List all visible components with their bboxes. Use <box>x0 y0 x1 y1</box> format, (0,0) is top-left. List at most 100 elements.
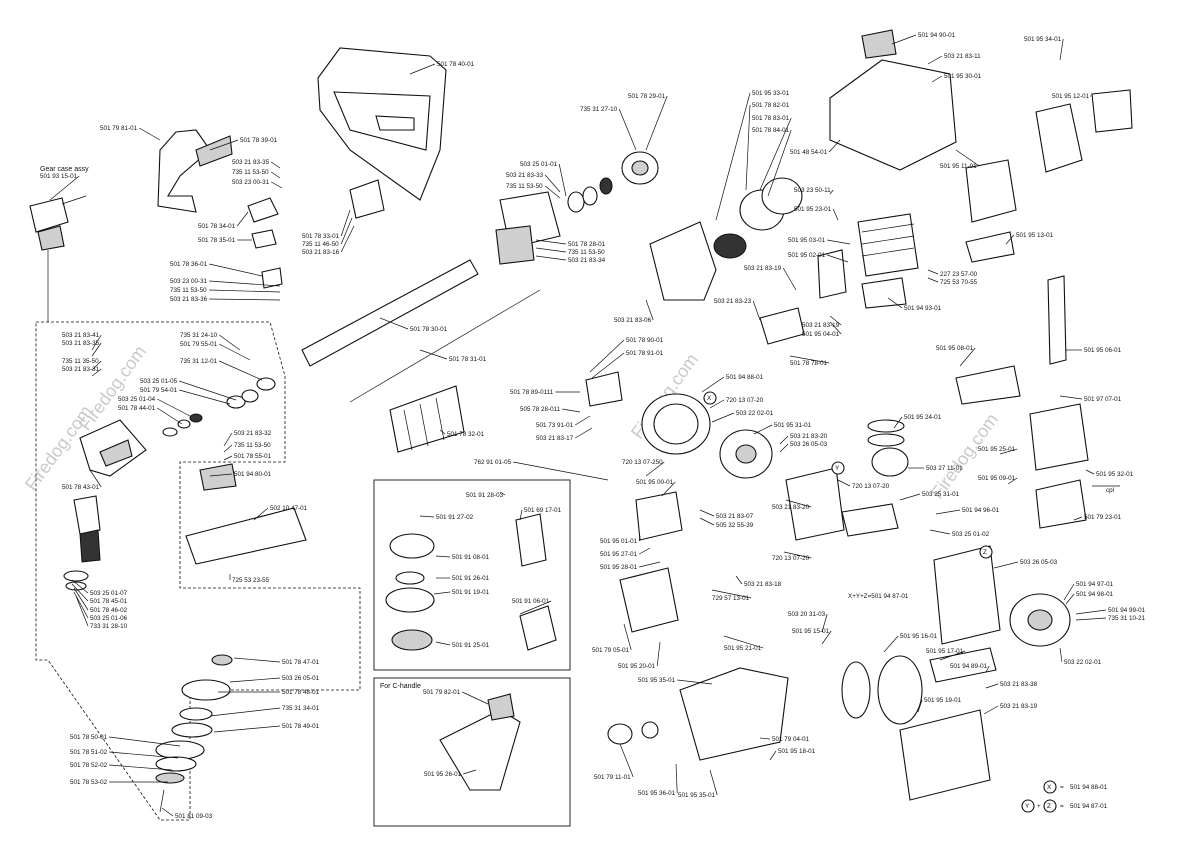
leader-line <box>419 515 435 518</box>
part-number-label: 735 11 53-50 <box>568 249 605 256</box>
leader-line <box>463 769 477 775</box>
leader-line <box>711 589 752 599</box>
part-number-label: 501 78 83-01 <box>752 115 790 122</box>
part-number-label: 501 91 26-01 <box>452 575 490 582</box>
leader-line <box>535 255 567 261</box>
legend-yz-code: 501 94 87-01 <box>1070 803 1108 810</box>
leader-line <box>435 641 451 646</box>
part-number-label: 501 78 53-02 <box>70 779 108 786</box>
part-number-label: 501 79 81-01 <box>100 125 138 132</box>
part-number-label: 501 73 91-01 <box>536 422 574 429</box>
part-number-label: 501 78 90-01 <box>626 337 664 344</box>
leader-line <box>699 509 715 517</box>
part-number-label: 501 91 27-02 <box>436 514 474 521</box>
leader-line <box>645 299 654 321</box>
gear-case-section: Gear case assy <box>29 166 361 821</box>
part-number-label: 503 26 05-01 <box>282 675 320 682</box>
leader-line <box>223 455 233 461</box>
part-number-label: 501 95 28-01 <box>600 564 638 571</box>
gear-case-dashed-frame <box>35 321 361 821</box>
part-number-label: 501 79 55-01 <box>180 341 218 348</box>
harness-section <box>157 47 447 289</box>
leader-line <box>519 600 552 615</box>
leader-line <box>71 583 89 602</box>
legend: X = 501 94 88-01 Y + Z = 501 94 87-01 X+… <box>703 391 1120 813</box>
part-number-label: 501 79 04-01 <box>772 736 810 743</box>
leader-line <box>837 479 851 487</box>
leader-line <box>752 300 761 321</box>
part-number-label: 501 94 99-01 <box>1108 607 1146 614</box>
drive-shaft-section <box>301 259 541 453</box>
part-number-label: 720 13 07-250 <box>622 459 663 466</box>
leader-line <box>439 429 446 435</box>
part-number-label: 501 78 29-01 <box>628 93 666 100</box>
part-number-label: 503 26 05-03 <box>1020 559 1058 566</box>
leader-line <box>233 657 281 663</box>
cylinder-cover <box>829 59 957 171</box>
leader-line <box>558 163 567 197</box>
leader-line <box>723 635 764 649</box>
part-number-label: 503 21 83-31 <box>62 366 100 373</box>
part-number-label: 503 25 31-01 <box>922 491 960 498</box>
part-number-label: 503 27 11-01 <box>926 465 963 472</box>
leader-line <box>675 763 678 794</box>
leader-line <box>219 343 251 361</box>
part-number-label: 503 23 50-11 <box>794 187 831 194</box>
leader-line <box>419 349 448 360</box>
part-number-label: 501 78 32-01 <box>447 431 485 438</box>
part-number-label: 725 53 23-55 <box>232 577 270 584</box>
part-number-label: 735 31 24-10 <box>180 332 218 339</box>
part-number-label: 501 94 90-01 <box>918 32 956 39</box>
leader-line <box>701 376 725 393</box>
part-number-label: 503 21 83-19 <box>802 322 840 329</box>
part-number-label: 501 78 31-01 <box>449 356 487 363</box>
part-number-label: 501 93 15-01 <box>40 173 78 180</box>
gear-shaft <box>73 495 101 535</box>
leader-line <box>1007 477 1018 485</box>
part-number-label: 501 95 24-01 <box>904 414 942 421</box>
part-number-label: 735 31 27-10 <box>580 106 618 113</box>
leader-line <box>409 63 436 75</box>
marker-y-letter: Y <box>1025 803 1030 810</box>
part-number-label: 501 91 06-01 <box>512 598 550 605</box>
clutch-housing-section <box>495 151 659 265</box>
cylinder-section <box>829 29 1133 309</box>
part-number-label: 720 13 07-20 <box>726 397 764 404</box>
part-number-label: 501 94 98-01 <box>1076 591 1114 598</box>
leader-line <box>619 743 634 778</box>
part-number-label: 501 91 19-01 <box>452 589 490 596</box>
part-number-label: 501 78 35-01 <box>198 237 236 244</box>
marker-x <box>1043 780 1057 794</box>
part-number-label: 501 95 08-01 <box>936 345 974 352</box>
part-number-label: 501 78 45-01 <box>90 598 128 605</box>
part-number-label: 501 95 35-01 <box>638 677 676 684</box>
leader-line <box>927 269 939 275</box>
handle-loop <box>157 129 211 213</box>
part-number-label: 735 11 53-50 <box>234 442 271 449</box>
leader-line <box>544 174 561 193</box>
leader-line <box>544 185 561 199</box>
part-number-label: 503 26 05-03 <box>790 441 828 448</box>
marker-y-diagram-letter: Y <box>835 465 840 472</box>
part-number-label: 501 94 80-01 <box>234 471 272 478</box>
part-number-label: 501 79 05-01 <box>592 647 630 654</box>
part-number-label: 503 23 00-31 <box>170 278 208 285</box>
leader-line <box>535 247 567 253</box>
part-number-label: 501 78 91-01 <box>626 350 664 357</box>
part-number-label: 501 78 46-02 <box>90 607 128 614</box>
part-number-label: 501 78 51-02 <box>70 749 108 756</box>
leader-line <box>645 461 665 477</box>
marker-y <box>1021 799 1035 813</box>
leader-line <box>661 481 676 497</box>
right-section <box>841 275 1089 801</box>
part-number-label: 503 25 01-05 <box>140 378 178 385</box>
leader-line <box>1085 469 1095 475</box>
part-number-label: 720 13 07-20 <box>852 483 890 490</box>
leader-line <box>828 139 841 153</box>
part-number-label: 503 21 83-32 <box>234 430 272 437</box>
part-number-label: 735 31 12-01 <box>180 358 218 365</box>
part-number-label: 501 94 97-01 <box>1076 581 1114 588</box>
leader-line <box>767 129 792 197</box>
leader-line <box>789 355 830 364</box>
